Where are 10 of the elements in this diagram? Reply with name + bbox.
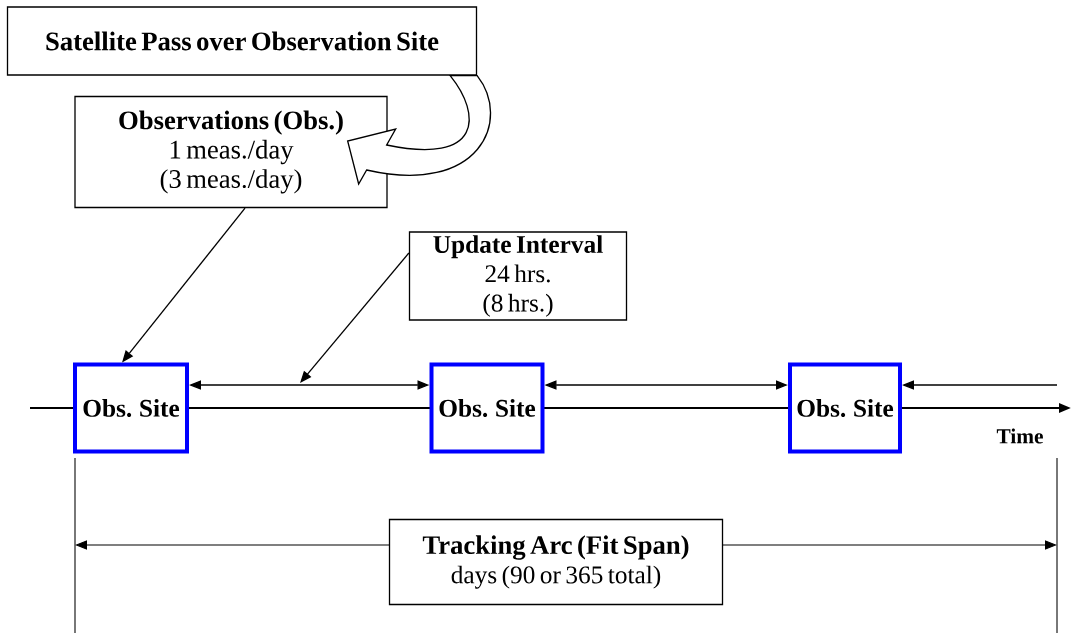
title-box: Satellite Pass over Observation Site — [6, 6, 478, 76]
axis-label: Time — [996, 428, 1043, 444]
site-box: Obs. Site — [788, 362, 902, 454]
block-arrow — [347, 75, 492, 185]
site-box: Obs. Site — [429, 362, 545, 454]
site-box: Obs. Site — [73, 362, 189, 454]
label-box: Tracking Arc (Fit Span) days (90 or 365 total) — [388, 518, 724, 606]
callout-box: Observations (Obs.) 1 meas./day (3 meas./day) — [74, 95, 388, 209]
callout-box: Update Interval 24 hrs. (8 hrs.) — [408, 231, 628, 321]
leader-arrow — [300, 252, 410, 383]
